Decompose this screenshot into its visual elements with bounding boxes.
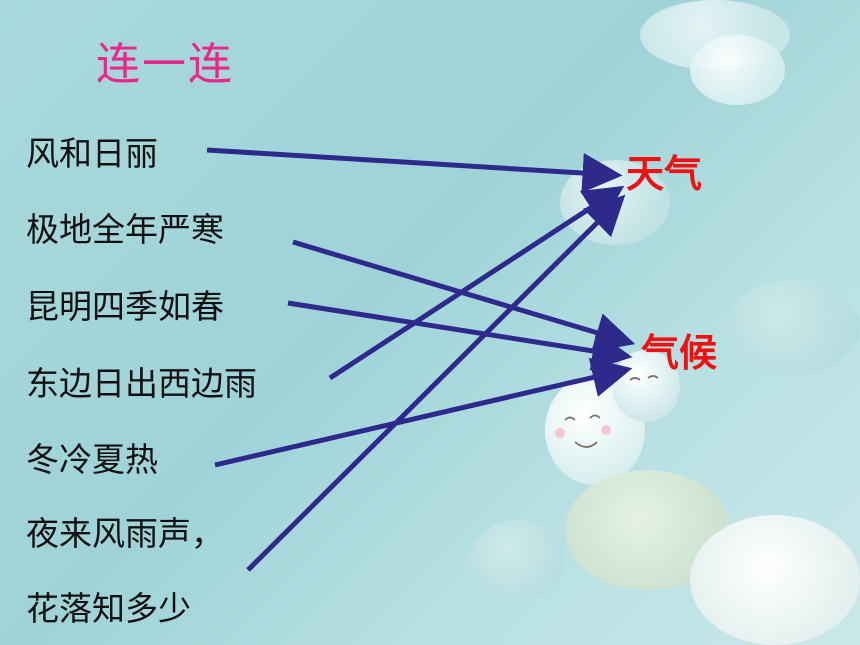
background-pebble bbox=[690, 515, 860, 645]
pebble-face-left bbox=[564, 414, 601, 448]
phrase-item: 极地全年严寒 bbox=[26, 210, 224, 249]
phrase-item: 花落知多少 bbox=[26, 589, 191, 628]
background-pebble bbox=[725, 280, 860, 375]
page-title: 连一连 bbox=[96, 39, 234, 90]
pebble-cheek bbox=[601, 425, 611, 435]
arrow-line bbox=[206, 147, 623, 193]
phrase-item: 风和日丽 bbox=[26, 134, 158, 173]
phrase-item: 冬冷夏热 bbox=[26, 440, 158, 479]
phrase-item: 昆明四季如春 bbox=[26, 287, 224, 326]
background-pebble bbox=[690, 35, 785, 105]
arrow-line bbox=[214, 357, 633, 468]
arrow-line bbox=[246, 194, 626, 572]
target-climate: 气候 bbox=[641, 331, 718, 375]
arrow-line bbox=[287, 300, 633, 371]
phrase-item: 夜来风雨声， bbox=[26, 514, 224, 553]
pebble-cheek bbox=[555, 428, 565, 438]
phrase-item: 东边日出西边雨 bbox=[26, 364, 257, 403]
background-pebble bbox=[470, 520, 565, 600]
target-weather: 天气 bbox=[626, 152, 703, 196]
arrow-line bbox=[328, 185, 625, 381]
